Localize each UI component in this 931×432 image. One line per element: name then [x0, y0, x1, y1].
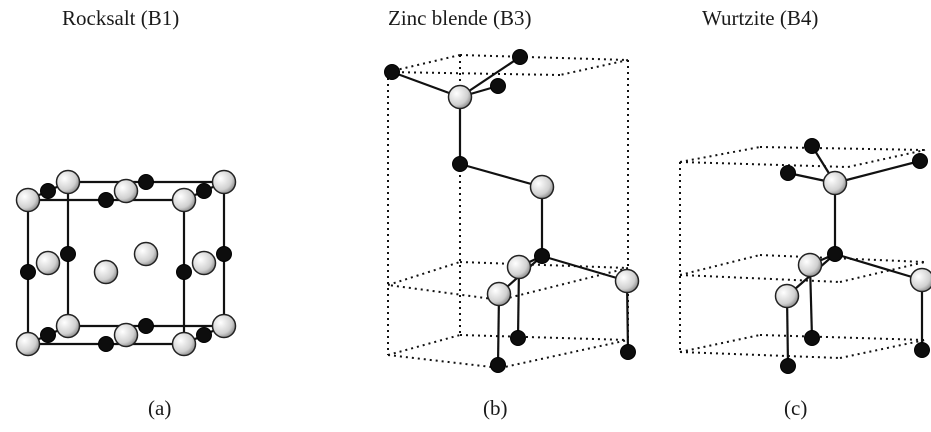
anion-atom [171, 331, 197, 357]
zinc-blende-structure [384, 49, 640, 373]
anion-atom [191, 250, 217, 276]
cation-atom [780, 358, 796, 374]
cation-atom [827, 246, 843, 262]
cell-edge [759, 146, 926, 151]
cell-edge [387, 354, 501, 369]
panel-c-caption: (c) [784, 396, 808, 420]
cell-edge [839, 339, 926, 359]
cation-atom [20, 264, 36, 280]
anion-atom [113, 322, 139, 348]
panel-b-caption: (b) [483, 396, 508, 420]
bond [459, 162, 543, 189]
anion-atom [447, 84, 473, 110]
anion-atom [133, 241, 159, 267]
cation-atom [60, 246, 76, 262]
anion-atom [171, 187, 197, 213]
cell-edge [679, 351, 841, 359]
cell-edge [387, 261, 461, 286]
anion-atom [55, 313, 81, 339]
anion-atom [529, 174, 555, 200]
anion-atom [774, 283, 800, 309]
cation-atom [452, 156, 468, 172]
cell-edge [499, 267, 629, 301]
cell-edge [459, 334, 629, 341]
cation-atom [40, 327, 56, 343]
cell-edge [839, 261, 926, 283]
anion-atom [93, 259, 119, 285]
rocksalt-structure [15, 169, 237, 357]
bond [541, 254, 628, 283]
cation-atom [384, 64, 400, 80]
anion-atom [15, 331, 41, 357]
cation-atom [40, 183, 56, 199]
cation-atom [620, 344, 636, 360]
cation-atom [912, 153, 928, 169]
cation-atom [138, 174, 154, 190]
anion-atom [797, 252, 823, 278]
anion-atom [909, 267, 931, 293]
anion-atom [506, 254, 532, 280]
wurtzite-structure [679, 138, 931, 374]
cation-atom [216, 246, 232, 262]
cell-edge [679, 254, 761, 276]
cation-atom [490, 357, 506, 373]
anion-atom [211, 169, 237, 195]
panel-a-caption: (a) [148, 396, 172, 420]
cell-edge [387, 284, 501, 301]
bond [834, 159, 921, 185]
cell-edge [459, 54, 629, 61]
cation-atom [98, 336, 114, 352]
cell-edge [387, 334, 461, 356]
cation-atom [138, 318, 154, 334]
cell-edge [679, 334, 761, 353]
cation-atom [510, 330, 526, 346]
anion-atom [55, 169, 81, 195]
cation-atom [804, 330, 820, 346]
cation-atom [534, 248, 550, 264]
anion-atom [211, 313, 237, 339]
cell-edge [847, 149, 926, 168]
panel-b-title: Zinc blende (B3) [388, 6, 532, 30]
cell-edge [559, 59, 629, 76]
cation-atom [98, 192, 114, 208]
cation-atom [914, 342, 930, 358]
anion-atom [15, 187, 41, 213]
panel-c-title: Wurtzite (B4) [702, 6, 819, 30]
cell-edge [387, 54, 461, 73]
cell-edge [679, 161, 849, 168]
cell-edge [387, 71, 561, 76]
cell-edge [499, 339, 629, 369]
anion-atom [822, 170, 848, 196]
cell-edge [679, 274, 841, 283]
cation-atom [176, 264, 192, 280]
cell-edge [759, 334, 926, 341]
cation-atom [196, 183, 212, 199]
cation-atom [512, 49, 528, 65]
anion-atom [35, 250, 61, 276]
bond [834, 252, 923, 282]
anion-atom [614, 268, 640, 294]
cell-edge [459, 261, 629, 269]
anion-atom [113, 178, 139, 204]
panel-a-title: Rocksalt (B1) [62, 6, 180, 30]
cation-atom [196, 327, 212, 343]
cation-atom [490, 78, 506, 94]
anion-atom [486, 281, 512, 307]
cation-atom [804, 138, 820, 154]
cell-edge [679, 146, 761, 163]
cation-atom [780, 165, 796, 181]
